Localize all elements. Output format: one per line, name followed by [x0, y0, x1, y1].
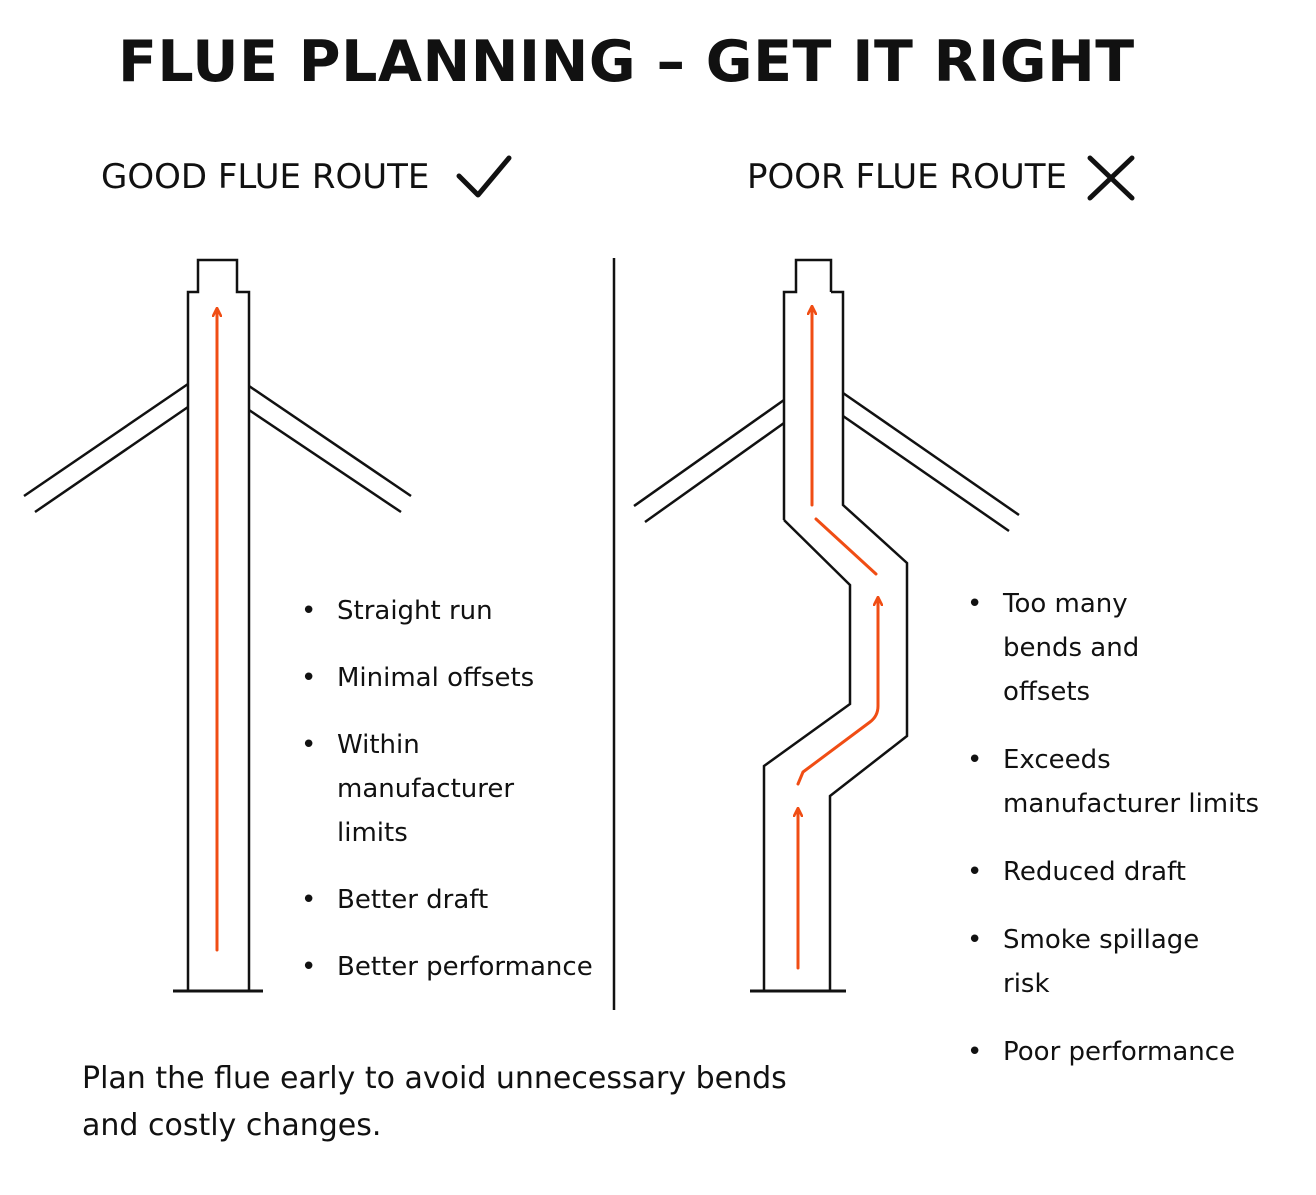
- poor-flue-drawing: [633, 258, 1020, 993]
- check-icon: [456, 155, 512, 198]
- list-item: Poor performance: [967, 1030, 1303, 1074]
- list-item: Straight run: [301, 589, 637, 633]
- list-item: Exceeds manufacturer limits: [967, 738, 1293, 826]
- good-roof-right: [248, 384, 412, 514]
- poor-flow-arrow-diagonal: [796, 601, 878, 786]
- good-flue-pipe: [186, 258, 251, 990]
- poor-flue-pipe-left-wall: [782, 258, 833, 520]
- good-flue-drawing: [23, 258, 412, 993]
- poor-route-issues-list: Too many bends and offsets Exceeds manuf…: [967, 582, 1303, 1098]
- poor-roof-right: [842, 391, 1020, 533]
- list-item: Better draft: [301, 878, 637, 922]
- list-item: Better performance: [301, 945, 637, 989]
- poor-flue-pipe-left-wall-lower: [762, 519, 852, 990]
- poor-flow-arrows: [796, 310, 878, 970]
- cross-icon: [1087, 155, 1135, 201]
- list-item: Reduced draft: [967, 850, 1303, 894]
- list-item: Too many bends and offsets: [967, 582, 1213, 714]
- list-item: Minimal offsets: [301, 656, 637, 700]
- good-route-benefits-list: Straight run Minimal offsets Within manu…: [301, 589, 637, 1012]
- poor-route-heading: POOR FLUE ROUTE: [747, 157, 1067, 197]
- good-roof-left: [23, 382, 189, 514]
- list-item: Within manufacturer limits: [301, 723, 587, 855]
- poor-flow-segment: [814, 517, 878, 576]
- footnote: Plan the flue early to avoid unnecessary…: [82, 1061, 787, 1143]
- poor-flue-pipe-right-wall: [828, 290, 909, 990]
- list-item: Smoke spillage risk: [967, 918, 1203, 1006]
- good-route-heading: GOOD FLUE ROUTE: [101, 157, 430, 197]
- poor-roof-left: [633, 398, 785, 524]
- page-title: FLUE PLANNING – GET IT RIGHT: [118, 29, 1135, 95]
